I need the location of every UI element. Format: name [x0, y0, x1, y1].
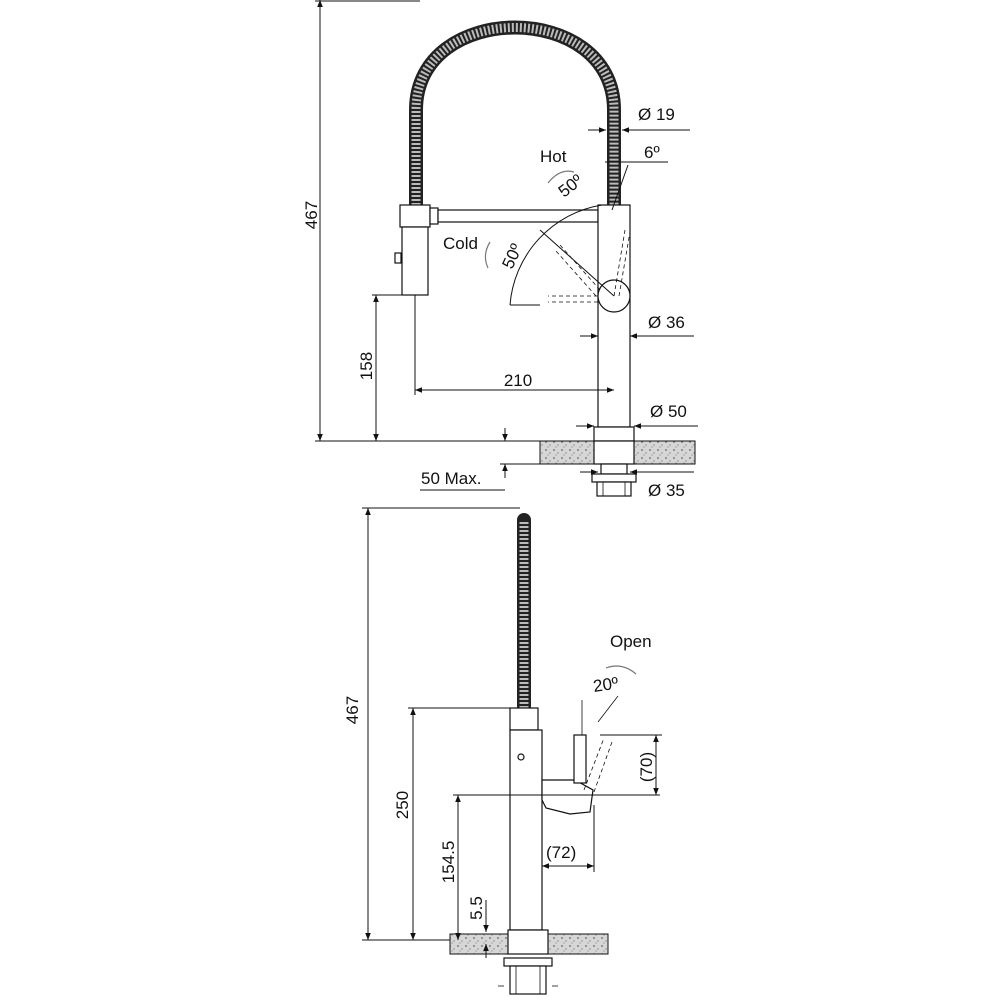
dim-158: 158 — [357, 352, 376, 380]
dim-210: 210 — [504, 371, 532, 390]
dim-6deg: 6º — [644, 143, 660, 162]
cold-arrow-icon — [484, 241, 491, 269]
mounting-base — [539, 426, 696, 497]
side-faucet-body — [509, 729, 543, 931]
rotation-arc — [509, 204, 603, 306]
dim-body-height: 250 — [393, 707, 510, 940]
dim-o50: Ø 50 — [650, 402, 687, 421]
dim-154-5: 154.5 — [439, 841, 458, 884]
dim-lever-offset-x: (72) — [542, 805, 595, 872]
dim-72: (72) — [546, 843, 576, 862]
hot-label: Hot — [540, 147, 567, 166]
dim-o35: Ø 35 — [648, 481, 685, 500]
dim-467-top: 467 — [302, 201, 321, 229]
dim-tilt: 6º — [605, 143, 668, 211]
dim-base-height: 5.5 — [467, 896, 489, 958]
dim-thread-diameter: Ø 35 — [580, 469, 694, 500]
dim-o36: Ø 36 — [648, 313, 685, 332]
dim-spout-height: 158 — [357, 294, 402, 441]
cold-label: Cold — [443, 234, 478, 253]
dim-70: (70) — [637, 752, 656, 782]
dim-reach: 210 — [414, 295, 614, 395]
side-lever-open — [583, 737, 605, 791]
dim-base-diameter: Ø 50 — [576, 402, 698, 429]
front-view: 467 158 210 Ø 19 6º Hot 50º — [302, 0, 698, 500]
pull-down-hose — [409, 20, 621, 212]
open-angle: 20º — [592, 674, 620, 696]
dim-50max: 50 Max. — [421, 469, 481, 488]
dim-max-thickness: 50 Max. — [420, 428, 540, 491]
spray-head — [394, 204, 439, 296]
dim-250: 250 — [393, 791, 412, 819]
dim-lever-height: 154.5 — [439, 794, 660, 940]
faucet-body — [597, 204, 631, 428]
dim-body-diameter: Ø 36 — [580, 313, 694, 339]
side-button — [517, 753, 525, 761]
side-mounting-base — [449, 929, 609, 995]
side-lever — [573, 734, 587, 784]
hot-angle: 50º — [555, 171, 586, 201]
hot-arrow-icon — [547, 170, 575, 184]
dim-5-5: 5.5 — [467, 896, 486, 920]
side-collar — [509, 707, 539, 731]
dim-o19: Ø 19 — [638, 105, 675, 124]
dim-467-side: 467 — [343, 696, 362, 724]
dim-lever-offset-y: (70) — [600, 734, 662, 795]
dim-hose-diameter: Ø 19 — [588, 105, 690, 133]
open-label: Open — [610, 632, 652, 651]
cold-angle: 50º — [498, 241, 526, 272]
open-arrow-icon — [605, 665, 637, 675]
dim-overall-height-side: 467 — [343, 507, 520, 941]
side-view: 467 250 154.5 5.5 (70) (7 — [343, 507, 662, 995]
lever-cold-position — [559, 244, 601, 291]
dim-overall-height-front: 467 — [302, 0, 540, 442]
side-lever-housing — [541, 779, 594, 815]
spout-arm — [437, 209, 599, 223]
